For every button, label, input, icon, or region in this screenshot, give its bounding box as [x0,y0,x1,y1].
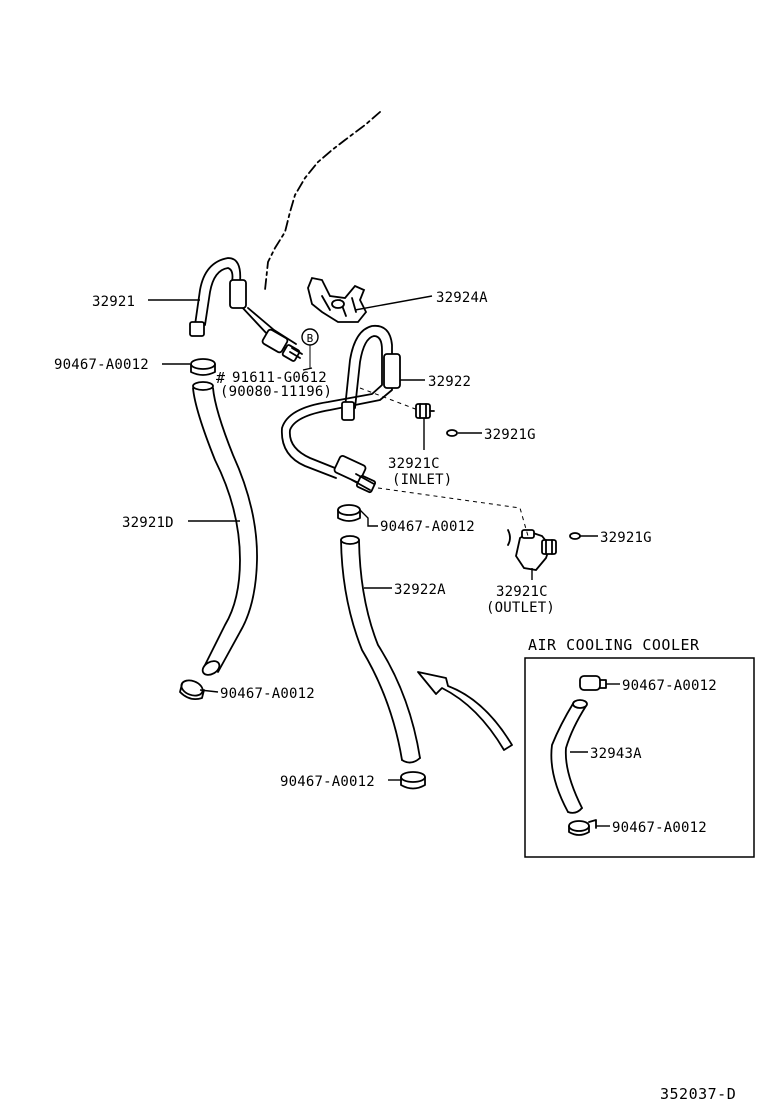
pipe-32921 [189,257,303,362]
fitting-32921C-inlet [415,403,435,419]
assembly-line-outlet [377,487,529,537]
hash-mark: # [216,369,226,387]
callout-letter: B [307,332,314,345]
label-90467-d: 90467-A0012 [280,774,375,790]
leader-lines [148,295,620,827]
label-32921: 32921 [92,294,135,310]
label-90467-e: 90467-A0012 [622,678,717,694]
label-32921C-inlet: 32921C [388,456,440,472]
inset-arrow [417,671,513,751]
gasket-32921G-outlet [569,532,581,540]
label-90080: (90080-11196) [220,384,332,400]
label-32921G-a: 32921G [484,427,536,443]
label-inlet: (INLET) [392,472,452,488]
inset-title: AIR COOLING COOLER [528,636,700,654]
clip-90467-middle [337,504,361,522]
fitting-32921C-outlet [507,529,557,571]
diagram-id: 352037-D [660,1085,736,1103]
label-32921G-b: 32921G [600,530,652,546]
callout-b: B [301,328,319,368]
inset-box [524,657,755,858]
label-outlet: (OUTLET) [486,600,555,616]
label-90467-a: 90467-A0012 [54,357,149,373]
hose-32921D [192,381,258,676]
gasket-32921G-inlet [446,429,458,437]
engine-outline [264,111,381,291]
clip-90467-upper-left [190,358,216,376]
clip-90467-lower-left [179,679,205,701]
label-32922A: 32922A [394,582,446,598]
label-91611: 91611-G0612 [232,370,327,386]
assembly-line-inlet [359,387,419,411]
label-32943A: 32943A [590,746,642,762]
label-32924A: 32924A [436,290,488,306]
hose-32943A [550,699,588,814]
label-90467-b: 90467-A0012 [380,519,475,535]
label-32922: 32922 [428,374,471,390]
label-90467-c: 90467-A0012 [220,686,315,702]
label-32921D: 32921D [122,515,174,531]
label-90467-f: 90467-A0012 [612,820,707,836]
inset-clip-top [579,675,607,691]
pipe-32922 [281,324,401,494]
label-32921C-outlet: 32921C [496,584,548,600]
clip-90467-bottom-middle [400,771,426,790]
bracket-32924A [307,276,368,323]
hose-32922A [340,535,421,764]
